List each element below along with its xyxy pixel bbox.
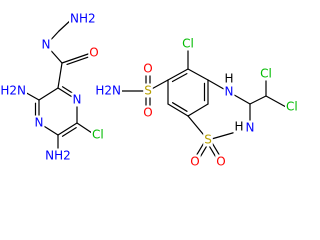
atom-label-sulfonamide-nh2: H2N: [95, 84, 121, 98]
atom-label-guanidine-nh2: NH2: [70, 12, 96, 26]
atom-label-ring-n-lower-group: N: [244, 120, 256, 135]
atom-label-imine-n: N: [42, 38, 51, 52]
atom-label-amine-nh2-bottom-group: NH2: [44, 148, 72, 163]
bond-ring-c6-c5-inner: [61, 127, 77, 137]
atom-label-sulfonamide-nh2-group: H2N: [94, 83, 122, 98]
atom-label-ring-n-upper-group: N: [223, 84, 235, 99]
atom-label-aryl-cl-group: Cl: [181, 36, 195, 51]
atom-label-ring-s-o-left-group: O: [189, 154, 201, 169]
atom-label-chloro-halo: [91, 127, 105, 142]
atom-label-aryl-cl-halo: [181, 36, 195, 51]
atom-label-amine-nh2-left-halo: [0, 83, 27, 98]
bond-ar-c7-c6: [167, 68, 189, 81]
atom-label-ring-nh-lower-group: H: [233, 119, 245, 134]
atom-label-ring-nh-lower-halo: [233, 119, 245, 134]
atom-label-ring-n-top-halo: [71, 92, 83, 107]
atom-label-cl-top-halo: [259, 66, 273, 81]
atom-label-cl-bottom-group: Cl: [285, 99, 299, 114]
atom-label-ring-n-lower: N: [246, 121, 255, 135]
atom-label-ring-s-o-left-halo: [189, 154, 201, 169]
atom-label-aryl-cl: Cl: [182, 37, 194, 51]
atom-label-amine-nh2-left-group: H2N: [0, 83, 27, 98]
atom-label-ring-n-lower-halo: [244, 120, 256, 135]
atom-label-carbonyl-o: O: [89, 46, 98, 60]
atom-label-cl-top: Cl: [260, 67, 272, 81]
atom-label-guanidine-nh2-halo: [69, 11, 97, 26]
bond-ring-c3-c2: [38, 87, 59, 101]
atom-label-ring-nh-lower: H: [234, 120, 243, 134]
atom-label-cl-bottom: Cl: [286, 100, 298, 114]
atom-label-ring-s-halo: [203, 132, 213, 147]
atom-label-amine-nh2-bottom: NH2: [45, 149, 71, 163]
atom-label-imine-n-group: N: [40, 37, 52, 52]
atom-label-ring-n-upper-halo: [223, 84, 235, 99]
bond-ar-c7-c6-inner: [171, 73, 188, 83]
atom-label-sulfonyl-o-bottom-group: O: [142, 105, 154, 120]
atom-label-sulfonamide-nh2-halo: [94, 83, 122, 98]
atom-label-guanidine-nh2-group: NH2: [69, 11, 97, 26]
atom-label-ring-n-top: N: [73, 93, 82, 107]
atom-label-chloro-group: Cl: [91, 127, 105, 142]
bond-carbonyl-o: [61, 52, 92, 64]
atom-label-sulfonyl-o-top-group: O: [142, 61, 154, 76]
atom-label-ring-nh-upper-group: H: [223, 71, 235, 86]
bond-chcl2-cl-bottom: [265, 95, 287, 108]
atom-label-sulfonyl-o-top: O: [143, 62, 152, 76]
atom-label-sulfonyl-o-bottom: O: [143, 106, 152, 120]
atom-label-ring-nh-upper: H: [224, 72, 233, 86]
atom-label-ring-n-bottom: N: [35, 116, 44, 130]
bond-ar-c8a-c8-inner: [172, 102, 188, 112]
atom-label-ring-s-o-left: O: [190, 155, 199, 169]
atom-label-carbonyl-o-halo: [88, 45, 100, 60]
atom-label-amine-nh2-bottom-halo: [44, 148, 72, 163]
atom-label-cl-bottom-halo: [285, 99, 299, 114]
atom-label-carbonyl-o-group: O: [88, 45, 100, 60]
atom-label-ring-s-o-right-group: O: [215, 154, 227, 169]
atom-label-imine-n-halo: [40, 37, 52, 52]
bond-carbonyl-ring: [57, 62, 63, 89]
atom-label-chloro: Cl: [92, 128, 104, 142]
bond-lines: [22, 18, 287, 162]
atom-label-ring-nh-upper-halo: [223, 71, 235, 86]
atom-label-ring-n-top-group: N: [71, 92, 83, 107]
bond-carbonyl-o-inner: [66, 56, 89, 66]
atom-label-ring-s-o-right-halo: [215, 154, 227, 169]
bond-ar-c8a-c8: [167, 103, 189, 117]
atom-label-sulfonyl-o-top-halo: [142, 61, 154, 76]
atom-label-ring-n-bottom-halo: [33, 115, 45, 130]
bond-ring-c6-c5: [57, 122, 78, 136]
atom-label-sulfonyl-o-bottom-halo: [142, 105, 154, 120]
atom-label-ring-s: S: [204, 133, 212, 147]
atom-label-sulfonamide-s: S: [144, 84, 152, 98]
bond-ar-c4a-c8a: [187, 103, 209, 117]
atom-label-amine-nh2-left: H2N: [0, 84, 26, 98]
bond-c3-chcl2: [249, 95, 267, 105]
atom-label-ring-s-group: S: [203, 132, 213, 147]
atom-label-ring-s-o-right: O: [216, 155, 225, 169]
atom-label-cl-top-group: Cl: [259, 66, 273, 81]
atom-label-sulfonamide-s-group: S: [143, 83, 153, 98]
atom-label-sulfonamide-s-halo: [143, 83, 153, 98]
atom-label-ring-n-bottom-group: N: [33, 115, 45, 130]
atom-label-ring-n-upper: N: [225, 85, 234, 99]
bond-ar-c6-c5: [187, 68, 209, 81]
